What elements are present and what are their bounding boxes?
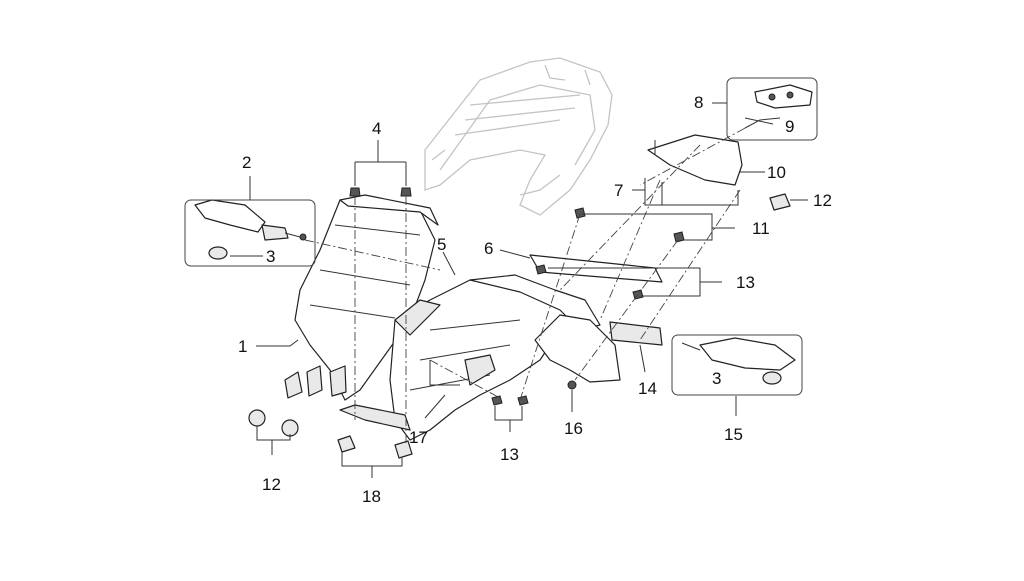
callout-14: 14 — [638, 379, 657, 398]
fasteners — [248, 207, 685, 459]
callout-10: 10 — [767, 163, 786, 182]
callout-2: 2 — [242, 153, 251, 172]
tail-lamp-8 — [744, 84, 813, 129]
turn-signal-left — [194, 199, 307, 260]
tail-housing-10 — [647, 134, 743, 186]
rear-fender-part — [339, 274, 601, 441]
group-box-15 — [671, 334, 803, 396]
callout-18: 18 — [362, 487, 381, 506]
callout-13-lower: 13 — [500, 445, 519, 464]
callout-13-upper: 13 — [736, 273, 755, 292]
license-bracket-part — [534, 314, 663, 383]
callout-17: 17 — [409, 428, 428, 447]
callout-9: 9 — [785, 117, 794, 136]
group-box-8 — [726, 77, 818, 141]
callout-8: 8 — [694, 93, 703, 112]
callout-labels: 1 2 3 4 5 6 7 8 9 10 11 12 13 14 15 16 1… — [238, 93, 832, 506]
callout-12-left: 12 — [262, 475, 281, 494]
bulb-12-right — [769, 193, 791, 211]
callout-7: 7 — [614, 181, 623, 200]
callout-6: 6 — [484, 239, 493, 258]
assembly-lines — [304, 119, 761, 445]
callout-4: 4 — [372, 119, 381, 138]
inner-fender-part — [284, 194, 439, 401]
callout-11: 11 — [752, 219, 770, 238]
callout-3-right: 3 — [712, 369, 721, 388]
callout-3-left: 3 — [266, 247, 275, 266]
callout-5: 5 — [437, 235, 446, 254]
leader-lines — [230, 102, 808, 478]
screws-4 — [349, 187, 412, 197]
callout-15: 15 — [724, 425, 743, 444]
rear-carrier-ghost — [424, 57, 613, 216]
callout-12-right: 12 — [813, 191, 832, 210]
callout-16: 16 — [564, 419, 583, 438]
callout-1: 1 — [238, 337, 247, 356]
turn-signal-right — [681, 337, 796, 385]
